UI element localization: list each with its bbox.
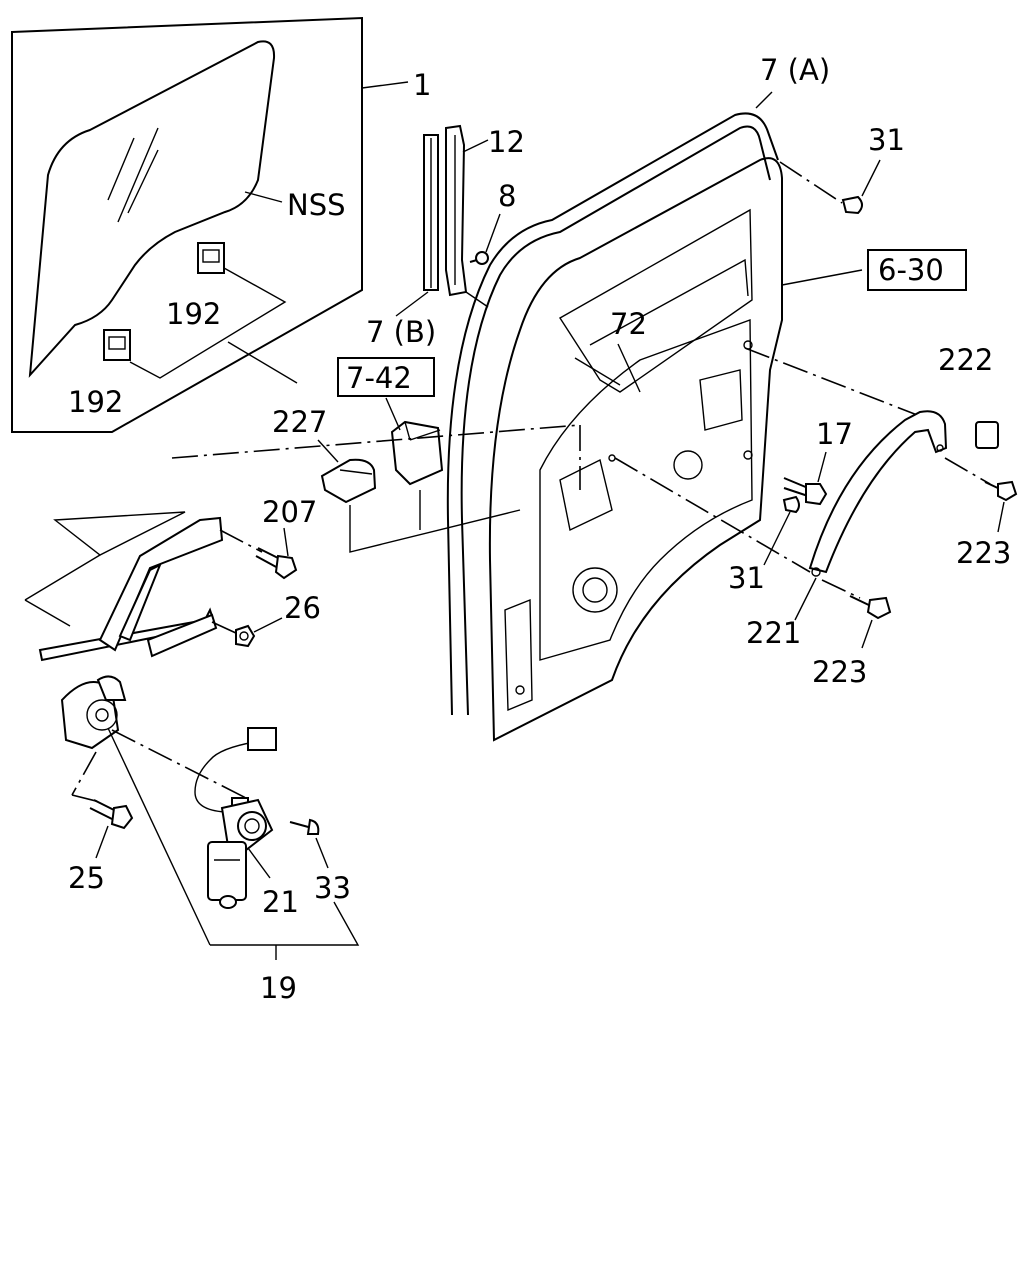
label-screw-8: 8 <box>498 179 516 213</box>
weatherstrip-7a <box>446 112 779 716</box>
glass-inset-frame <box>11 16 363 433</box>
glass-clip-lower <box>103 329 131 361</box>
label-ref-7-42: 7-42 <box>346 361 412 395</box>
label-nss: NSS <box>287 188 346 222</box>
label-clip-192-upper: 192 <box>166 297 221 331</box>
door-panel <box>488 157 783 742</box>
label-clip-31-mid: 31 <box>728 561 765 595</box>
cover-227 <box>320 458 377 504</box>
label-regulator-19: 19 <box>260 971 297 1005</box>
label-clip-31-top: 31 <box>868 123 905 157</box>
glass-clip-upper <box>197 242 225 274</box>
bolt-207 <box>219 529 298 580</box>
label-screw-33: 33 <box>314 871 351 905</box>
screw-33 <box>289 818 320 835</box>
bolt-25 <box>89 799 134 830</box>
ref-box-7-42 <box>337 357 435 397</box>
label-bolt-207: 207 <box>262 495 317 529</box>
motor-21 <box>194 727 277 909</box>
label-motor-21: 21 <box>262 885 299 919</box>
screw-8 <box>469 251 489 265</box>
label-cover-227: 227 <box>272 405 327 439</box>
label-channel-12: 12 <box>488 125 525 159</box>
label-screw-223-right: 223 <box>956 536 1011 570</box>
door-glass <box>28 40 276 378</box>
regulator-assembly <box>24 511 224 750</box>
cap-222 <box>975 421 999 449</box>
label-nut-26: 26 <box>284 591 321 625</box>
label-run-7b: 7 (B) <box>366 315 436 349</box>
screw-223-low <box>821 579 892 620</box>
clip-31-top <box>841 195 863 215</box>
label-panel-72: 72 <box>610 307 647 341</box>
part-7-42 <box>390 420 444 486</box>
glass-run-7b <box>423 134 439 291</box>
screw-223-right <box>944 457 1018 502</box>
channel-12 <box>445 124 468 297</box>
label-clip-192-lower: 192 <box>68 385 123 419</box>
moulding-221 <box>808 410 948 577</box>
label-glass-1: 1 <box>413 68 431 102</box>
bolt-17 <box>783 477 828 506</box>
label-weatherstrip-7a: 7 (A) <box>760 53 830 87</box>
label-bolt-17: 17 <box>816 417 853 451</box>
label-ref-6-30: 6-30 <box>878 253 944 287</box>
clip-31-mid <box>782 495 800 514</box>
label-bolt-25: 25 <box>68 861 105 895</box>
nut-26 <box>211 621 256 648</box>
ref-box-6-30 <box>867 249 967 291</box>
label-cap-222: 222 <box>938 343 993 377</box>
label-screw-223-low: 223 <box>812 655 867 689</box>
label-moulding-221: 221 <box>746 616 801 650</box>
